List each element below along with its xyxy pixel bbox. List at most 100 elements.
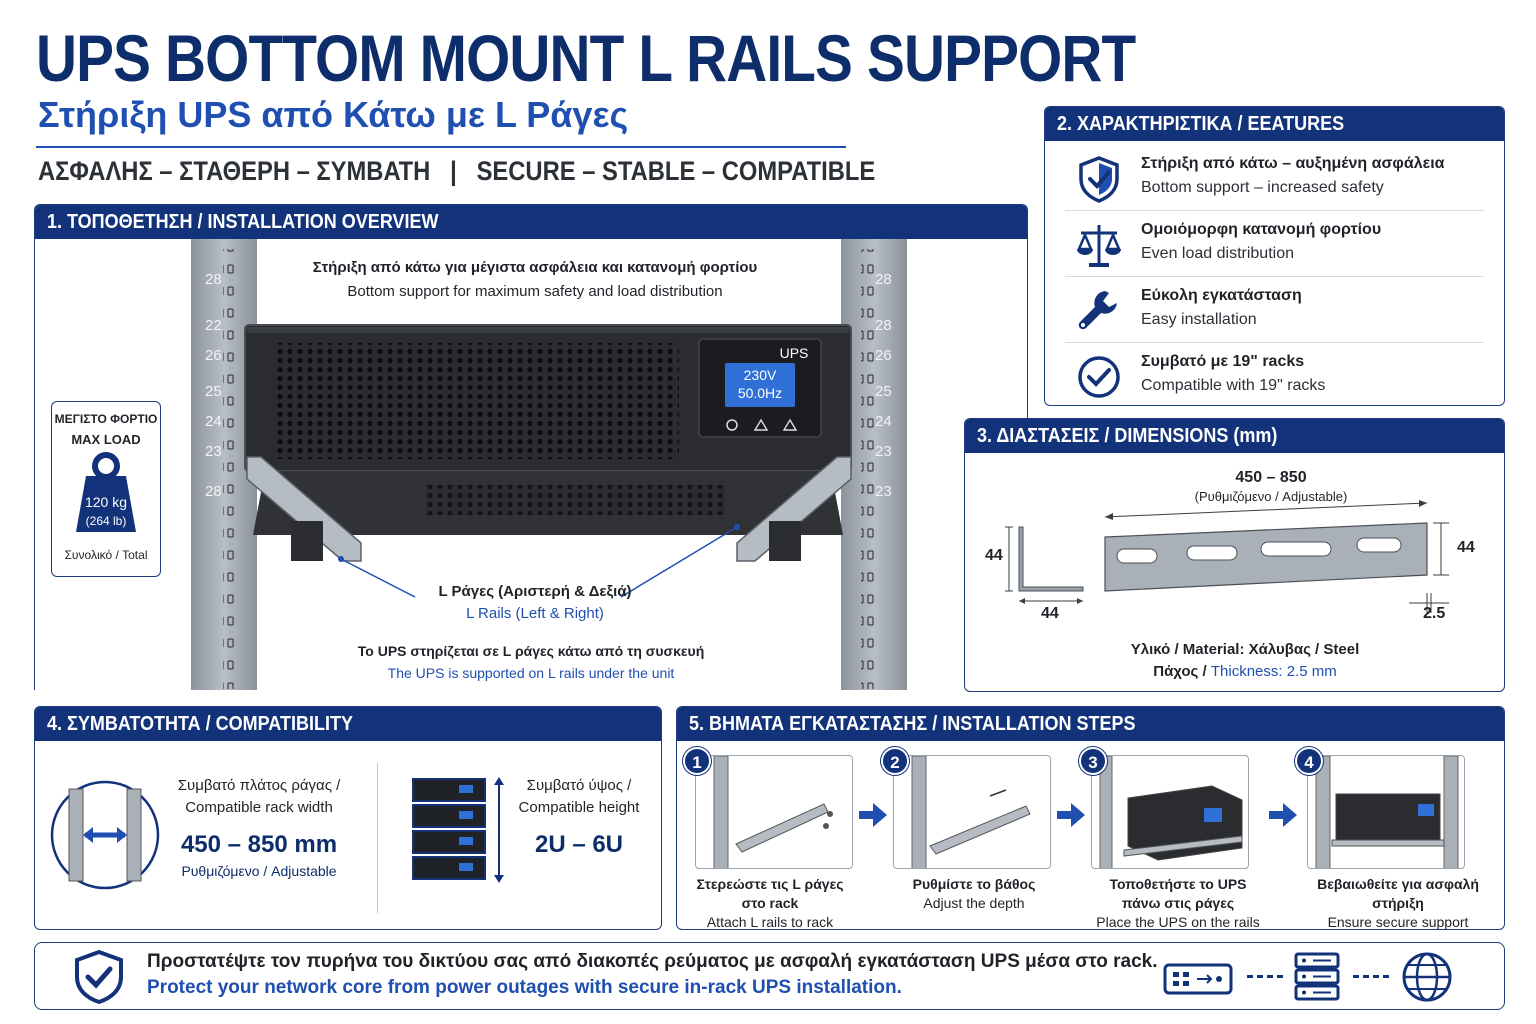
rack-height-label-en: Compatible height (518, 799, 640, 816)
rack-width-label-gr: Συμβατό πλάτος ράγας / (177, 777, 341, 794)
feature-subtitle: Easy installation (1141, 311, 1257, 328)
rack-height-value: 2U – 6U (534, 831, 624, 858)
globe-icon (1402, 952, 1452, 1002)
network-switch-icon (1163, 963, 1233, 995)
server-icon (1294, 952, 1340, 1001)
step-3-caption: Τοποθετήστε το UPS πάνω στις ράγες Place… (1083, 875, 1273, 930)
page-subtitle: Στήριξη UPS από Κάτω με L Ράγες (38, 94, 629, 135)
footer-text-gr: Προστατέψτε τον πυρήνα του δικτύου σας α… (147, 951, 1158, 972)
dimensions-panel: 3. ΔΙΑΣΤΑΣΕΙΣ / DIMENSIONS (mm) 450 – 85… (964, 418, 1505, 692)
footer-banner: Προστατέψτε τον πυρήνα του δικτύου σας α… (34, 942, 1505, 1010)
ups-lcd-screen (725, 363, 795, 407)
max-load-card: ΜΕΓΙΣΤΟ ΦΟΡΤΙΟ MAX LOAD 120 kg (264 lb) … (51, 401, 161, 577)
step-1-text-gr: Στερεώστε τις L ράγες (696, 876, 844, 892)
dash-connector (1353, 975, 1389, 978)
l-profile-drawing (1018, 526, 1084, 592)
thickness-caption: Πάχος / Thickness: 2.5 mm (1065, 663, 1425, 680)
rail-callout-left (340, 558, 416, 598)
features-heading: 2. ΧΑΡΑΚΤΗΡΙΣΤΙΚΑ / EEATURES (1045, 107, 1504, 141)
profile-height-value: 44 (985, 547, 1003, 564)
max-load-title-gr: ΜΕΓΙΣΤΟ ΦΟΡΤΙΟ (54, 412, 158, 426)
max-load-lb: (264 lb) (85, 514, 127, 528)
tagline: ΑΣΦΑΛΗΣ – ΣΤΑΘΕΡΗ – ΣΥΜΒΑΤΗ | SECURE – S… (38, 156, 876, 186)
step-4-text-gr-2: στήριξη (1372, 895, 1424, 911)
step-1-caption: Στερεώστε τις L ράγες στο rack Attach L … (677, 875, 865, 929)
max-load-kg: 120 kg (84, 494, 128, 510)
balance-scale-icon (1077, 225, 1121, 267)
length-adjustable-note: (Ρυθμιζόμενο / Adjustable) (1194, 489, 1348, 504)
arrow-right-icon (1269, 803, 1297, 827)
step-3-text-en: Place the UPS on the rails (1096, 914, 1260, 930)
max-load-title-en: MAX LOAD (71, 432, 141, 447)
overview-caption-gr: Στήριξη από κάτω για μέγιστα ασφάλεια κα… (312, 259, 758, 276)
thickness-drawing-value: 2.5 (1423, 605, 1446, 622)
feature-subtitle: Even load distribution (1141, 245, 1294, 262)
rack-unit-number: 28 (875, 271, 892, 288)
support-caption-en: The UPS is supported on L rails under th… (387, 665, 675, 681)
rack-width-value: 450 – 850 mm (180, 831, 338, 858)
dimensions-heading: 3. ΔΙΑΣΤΑΣΕΙΣ / DIMENSIONS (mm) (965, 419, 1504, 453)
feature-item: Συμβατό με 19" racks Compatible with 19"… (1065, 343, 1484, 405)
rack-unit-number: 28 (875, 317, 892, 334)
rail-height-value: 44 (1457, 539, 1475, 556)
shield-check-icon (75, 949, 123, 1005)
rack-unit-number: 25 (205, 383, 222, 400)
arrow-right-icon (859, 803, 887, 827)
wrench-icon (1078, 291, 1117, 330)
rack-width-adjustable: Ρυθμιζόμενο / Adjustable (181, 863, 337, 879)
title-divider (36, 146, 846, 148)
step-1-number: 1 (683, 747, 711, 775)
thickness-caption-en: Thickness: 2.5 mm (1210, 663, 1337, 680)
installation-panel: 1. ΤΟΠΟΘΕΤΗΣΗ / INSTALLATION OVERVIEW (34, 204, 1028, 690)
step-3-number: 3 (1079, 747, 1107, 775)
page-title: UPS BOTTOM MOUNT L RAILS SUPPORT (36, 21, 1136, 95)
step-4-caption: Βεβαιωθείτε για ασφαλή στήριξη Ensure se… (1303, 875, 1493, 930)
step-3-text-gr: Τοποθετήστε το UPS (1109, 876, 1247, 892)
material-caption: Υλικό / Material: Χάλυβας / Steel (1130, 641, 1360, 658)
feature-subtitle: Bottom support – increased safety (1141, 179, 1384, 196)
feature-title: Ομοιόμορφη κατανομή φορτίου (1141, 221, 1382, 238)
feature-subtitle: Compatible with 19" racks (1141, 377, 1326, 394)
feature-item: Εύκολη εγκατάσταση Easy installation (1065, 277, 1484, 343)
feature-title: Συμβατό με 19" racks (1141, 353, 1305, 370)
length-value: 450 – 850 (1235, 469, 1307, 486)
compatibility-heading: 4. ΣΥΜΒΑΤΟΤΗΤΑ / COMPATIBILITY (35, 707, 661, 741)
footer-text-en: Protect your network core from power out… (147, 977, 902, 998)
rack-unit-number: 25 (875, 383, 892, 400)
ups-frequency-readout: 50.0Hz (737, 385, 783, 401)
steps-heading: 5. ΒΗΜΑΤΑ ΕΓΚΑΤΑΣΤΑΣΗΣ / INSTALLATION ST… (677, 707, 1504, 741)
rails-label-en: L Rails (Left & Right) (466, 605, 604, 622)
feature-title: Εύκολη εγκατάσταση (1141, 287, 1302, 304)
step-2-image (893, 755, 1051, 869)
rack-height-label-gr: Συμβατό ύψος / (526, 777, 632, 794)
rack-height-icon (412, 777, 504, 883)
rails-label-gr: L Ράγες (Αριστερή & Δεξιά) (438, 583, 632, 600)
rack-illustration (191, 239, 907, 690)
installation-heading: 1. ΤΟΠΟΘΕΤΗΣΗ / INSTALLATION OVERVIEW (35, 205, 1027, 239)
rack-unit-number: 23 (205, 443, 222, 460)
feature-item: Ομοιόμορφη κατανομή φορτίου Even load di… (1065, 211, 1484, 277)
rail-callout-right (620, 526, 738, 598)
step-3-image (1091, 755, 1249, 869)
arrow-right-icon (1057, 803, 1085, 827)
compatibility-panel: 4. ΣΥΜΒΑΤΟΤΗΤΑ / COMPATIBILITY Συμβατό π… (34, 706, 662, 930)
features-panel: 2. ΧΑΡΑΚΤΗΡΙΣΤΙΚΑ / EEATURES Στήριξη από… (1044, 106, 1505, 406)
step-3-text-gr-2: πάνω στις ράγες (1121, 895, 1235, 911)
rack-unit-number: 26 (205, 347, 222, 364)
ups-brand-label: UPS (779, 345, 809, 361)
step-4-text-gr: Βεβαιωθείτε για ασφαλή (1317, 876, 1479, 892)
step-4-text-en: Ensure secure support (1327, 914, 1469, 930)
step-4-number: 4 (1295, 747, 1323, 775)
overview-caption-en: Bottom support for maximum safety and lo… (347, 283, 723, 300)
ups-warning-icon (782, 418, 798, 431)
support-caption-gr: Το UPS στηρίζεται σε L ράγες κάτω από τη… (357, 643, 705, 659)
thickness-caption-gr: Πάχος / (1153, 663, 1211, 680)
compatibility-divider (377, 763, 378, 913)
ups-voltage-readout: 230V (743, 367, 777, 383)
profile-width-value: 44 (1041, 605, 1059, 622)
rack-width-icon (50, 780, 160, 890)
step-1-image (695, 755, 853, 869)
ups-vent-grille (275, 343, 679, 459)
ups-power-button (726, 419, 738, 431)
rack-unit-number: 22 (205, 317, 222, 334)
